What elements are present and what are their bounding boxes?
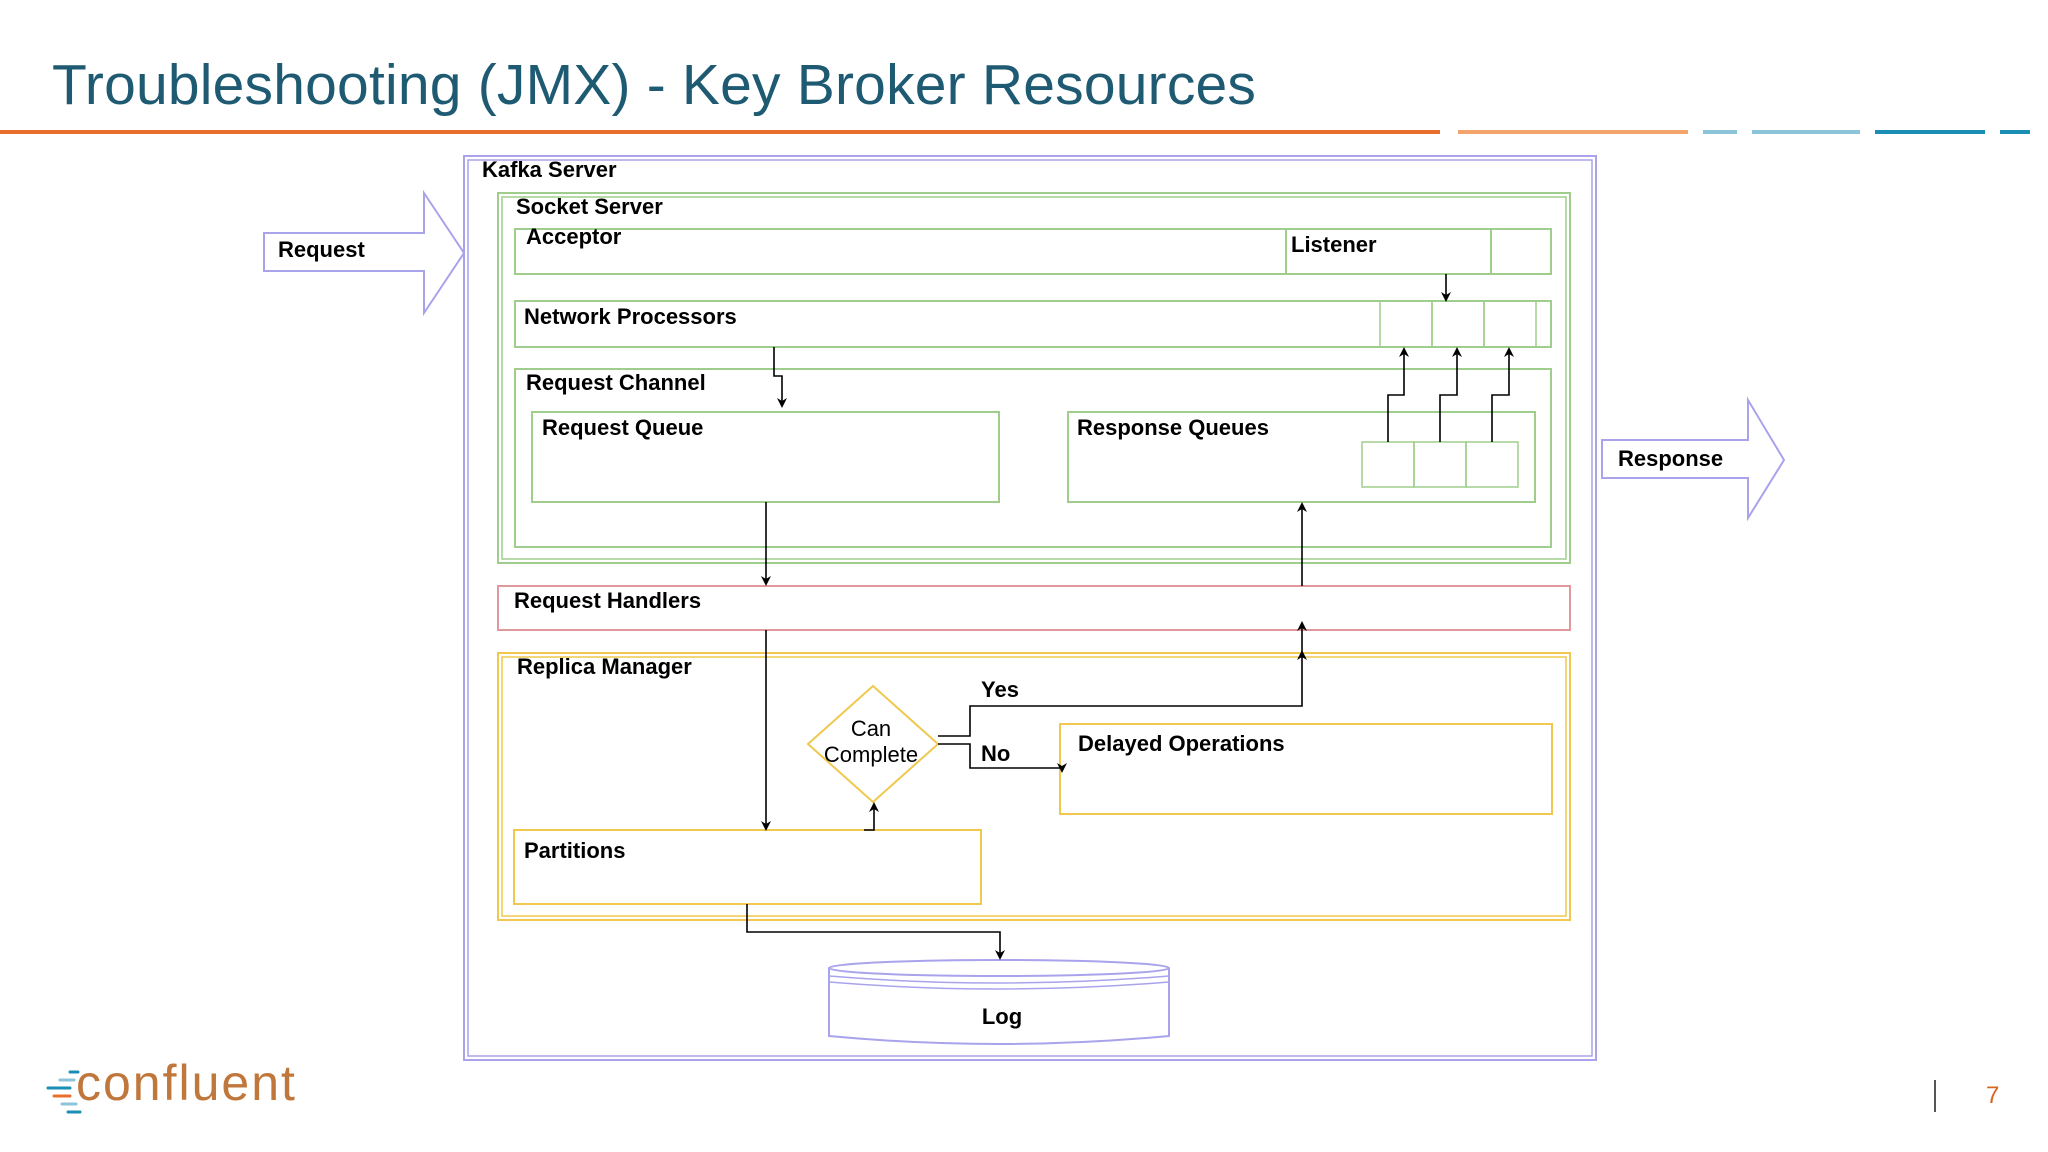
network-processors: Network Processors bbox=[514, 300, 1552, 348]
response-label: Response bbox=[1618, 446, 1723, 471]
can-complete-line2: Complete bbox=[824, 742, 918, 767]
underline-teal-2 bbox=[2000, 130, 2030, 134]
listener: Listener bbox=[1285, 228, 1492, 275]
processor-cell-3 bbox=[1483, 300, 1537, 348]
log-label: Log bbox=[982, 1004, 1022, 1029]
response-queue-to-processor-arrow-2 bbox=[1439, 347, 1462, 442]
response-queue-cell-3 bbox=[1465, 441, 1519, 488]
request-handlers-label: Request Handlers bbox=[514, 588, 701, 613]
processor-cell-2 bbox=[1431, 300, 1485, 348]
confluent-logo-text: confluent bbox=[76, 1055, 297, 1111]
response-arrow: Response bbox=[1601, 396, 1786, 522]
slide-title: Troubleshooting (JMX) - Key Broker Resou… bbox=[52, 53, 1257, 117]
kafka-server: Kafka Server bbox=[463, 155, 1597, 1061]
can-complete-decision: Can Complete bbox=[806, 684, 940, 804]
request-label: Request bbox=[278, 237, 365, 262]
page-number-divider bbox=[1934, 1080, 1936, 1112]
underline-orange bbox=[0, 130, 1440, 134]
request-queue-label: Request Queue bbox=[542, 415, 703, 440]
no-label: No bbox=[981, 741, 1010, 766]
partitions-to-decision-arrow bbox=[864, 802, 879, 831]
no-path-arrow bbox=[938, 743, 1067, 773]
socket-server: Socket Server bbox=[497, 192, 1571, 564]
processors-to-request-queue-arrow bbox=[773, 347, 787, 408]
kafka-server-label: Kafka Server bbox=[482, 157, 617, 182]
underline-light-blue-2 bbox=[1752, 130, 1860, 134]
request-queue: Request Queue bbox=[531, 411, 1000, 503]
replica-manager-label: Replica Manager bbox=[517, 654, 692, 679]
acceptor-label: Acceptor bbox=[526, 224, 622, 249]
listener-label: Listener bbox=[1291, 232, 1377, 257]
response-queue-to-processor-arrow-3 bbox=[1491, 347, 1514, 442]
acceptor: Acceptor bbox=[514, 224, 1552, 275]
underline-teal-1 bbox=[1875, 130, 1985, 134]
response-queues-label: Response Queues bbox=[1077, 415, 1269, 440]
replica-manager: Replica Manager bbox=[497, 652, 1571, 921]
request-channel-label: Request Channel bbox=[526, 370, 706, 395]
response-queue-cell-1 bbox=[1361, 441, 1415, 488]
partitions-label: Partitions bbox=[524, 838, 625, 863]
underline-light-orange bbox=[1458, 130, 1688, 134]
page-number: 7 bbox=[1986, 1082, 2000, 1109]
can-complete-line1: Can bbox=[851, 716, 891, 741]
response-queue-cell-2 bbox=[1413, 441, 1467, 488]
connectors bbox=[746, 274, 1514, 960]
network-processors-label: Network Processors bbox=[524, 304, 737, 329]
delayed-operations-label: Delayed Operations bbox=[1078, 731, 1285, 756]
confluent-logo-icon bbox=[46, 1070, 82, 1114]
request-channel: Request Channel bbox=[514, 368, 1552, 548]
request-handlers: Request Handlers bbox=[497, 585, 1571, 631]
partitions: Partitions bbox=[513, 829, 982, 905]
request-arrow: Request bbox=[263, 189, 466, 317]
delayed-operations: Delayed Operations bbox=[1059, 723, 1553, 815]
socket-server-label: Socket Server bbox=[516, 194, 663, 219]
title-underline bbox=[0, 130, 2030, 134]
yes-path-arrow bbox=[938, 650, 1307, 737]
log-storage: Log bbox=[828, 959, 1170, 1045]
response-queue-to-processor-arrow-1 bbox=[1387, 347, 1409, 442]
processor-cell-1 bbox=[1379, 300, 1433, 348]
partitions-to-log-arrow bbox=[746, 904, 1005, 960]
response-queues: Response Queues bbox=[1067, 411, 1536, 503]
underline-light-blue-1 bbox=[1703, 130, 1737, 134]
yes-label: Yes bbox=[981, 677, 1019, 702]
